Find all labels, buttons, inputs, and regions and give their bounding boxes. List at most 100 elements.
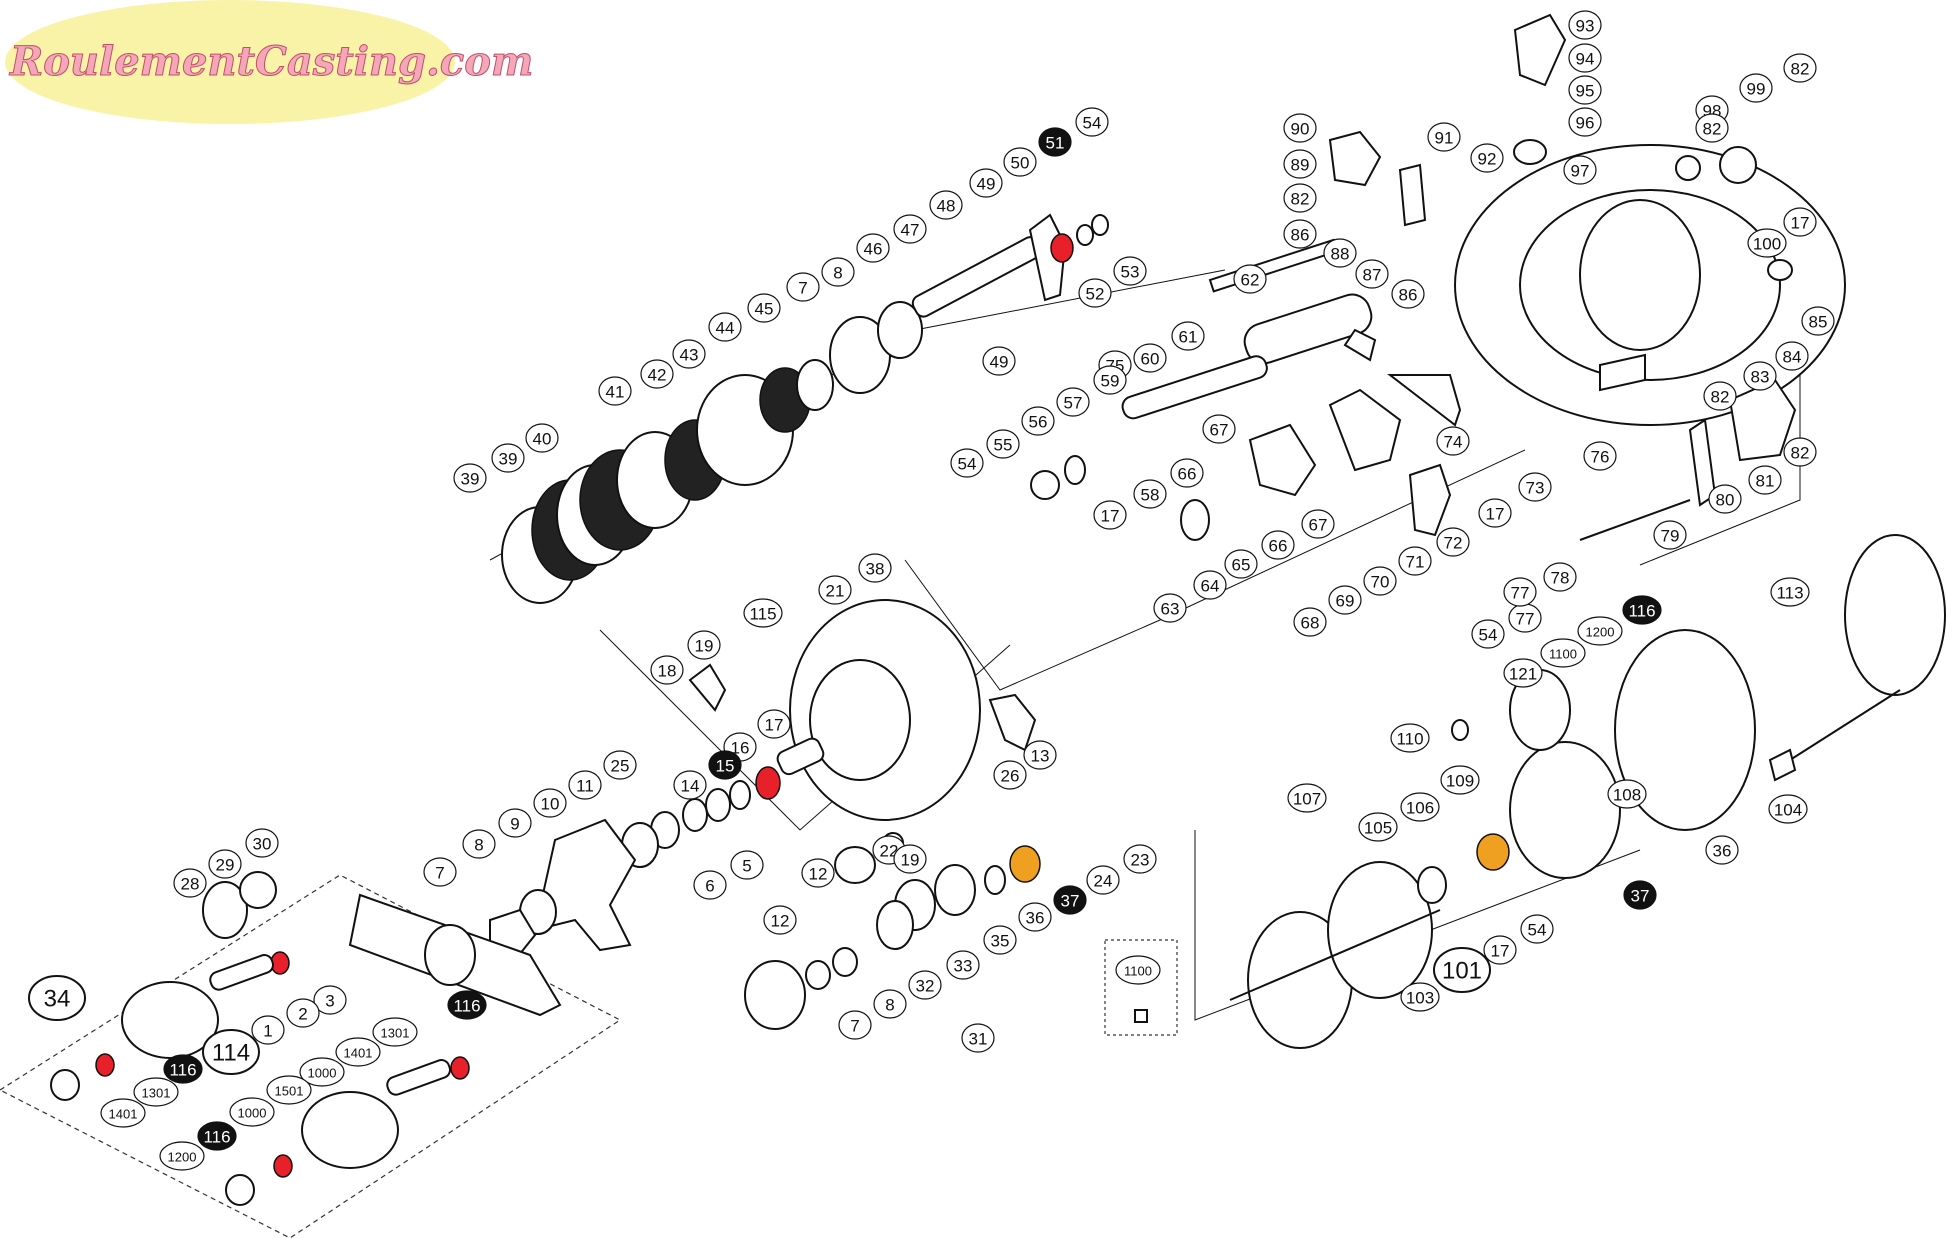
washer-13 xyxy=(705,788,731,822)
callout-bubble xyxy=(1783,53,1817,83)
callout-label: 89 xyxy=(1291,156,1310,175)
callout-116: 116 xyxy=(447,990,487,1020)
plate-2 xyxy=(202,881,248,939)
callout-60: 60 xyxy=(1133,343,1167,373)
callout-bubble xyxy=(1224,549,1258,579)
callout-99: 99 xyxy=(1739,73,1773,103)
lever-93 xyxy=(1513,13,1567,87)
callout-121: 121 xyxy=(1503,658,1543,688)
callout-bubble xyxy=(873,989,907,1019)
callout-48: 48 xyxy=(929,190,963,220)
callout-label: 54 xyxy=(1083,114,1102,133)
callout-bubble xyxy=(821,257,855,287)
callout-bubble xyxy=(251,1015,285,1045)
callout-label: 59 xyxy=(1101,372,1120,391)
callout-label: 8 xyxy=(833,264,842,283)
callout-label: 55 xyxy=(994,436,1013,455)
callout-label: 7 xyxy=(435,864,444,883)
callout-10: 10 xyxy=(533,788,567,818)
callout-bubble xyxy=(858,553,892,583)
callout-bubble xyxy=(197,1121,237,1151)
callout-93: 93 xyxy=(1568,10,1602,40)
callout-label: 60 xyxy=(1141,350,1160,369)
callout-bubble xyxy=(598,376,632,406)
callout-label: 109 xyxy=(1446,772,1474,791)
callout-54: 54 xyxy=(1471,619,1505,649)
callout-label: 116 xyxy=(169,1061,196,1080)
callout-bubble xyxy=(1518,472,1552,502)
callout-bubble xyxy=(1568,10,1602,40)
callout-bubble xyxy=(1283,219,1317,249)
cap-33 xyxy=(876,900,914,950)
callout-bubble xyxy=(447,990,487,1020)
callout-1: 1 xyxy=(251,1015,285,1045)
callout-bubble xyxy=(173,868,207,898)
callout-bubble xyxy=(1328,585,1362,615)
callout-1401: 1401 xyxy=(100,1098,146,1128)
callout-label: 105 xyxy=(1364,819,1392,838)
callout-44: 44 xyxy=(708,312,742,342)
callout-72: 72 xyxy=(1436,527,1470,557)
bracket-76 xyxy=(1599,353,1646,392)
callout-label: 86 xyxy=(1291,226,1310,245)
callout-17: 17 xyxy=(1093,500,1127,530)
callout-label: 1000 xyxy=(238,1106,267,1121)
callout-label: 70 xyxy=(1371,573,1390,592)
callout-78: 78 xyxy=(1543,562,1577,592)
callout-label: 88 xyxy=(1331,245,1350,264)
callout-101: 101 xyxy=(1433,947,1491,993)
callout-49: 49 xyxy=(982,346,1016,376)
callout-107: 107 xyxy=(1287,783,1327,813)
bearing-116b xyxy=(273,1154,293,1178)
callout-94: 94 xyxy=(1568,43,1602,73)
callout-106: 106 xyxy=(1400,792,1440,822)
clutch-cam xyxy=(1328,388,1402,472)
callout-label: 52 xyxy=(1086,285,1105,304)
callout-26: 26 xyxy=(993,760,1027,790)
callout-label: 82 xyxy=(1291,190,1310,209)
clutch-yoke xyxy=(1248,423,1317,497)
callout-51: 51 xyxy=(1038,127,1072,157)
callout-bubble xyxy=(1003,147,1037,177)
washer-56 xyxy=(1064,455,1086,485)
nut-3 xyxy=(239,871,277,909)
callout-3: 3 xyxy=(313,985,347,1015)
callout-bubble xyxy=(1743,361,1777,391)
callout-69: 69 xyxy=(1328,585,1362,615)
callout-bubble xyxy=(100,1098,146,1128)
callout-108: 108 xyxy=(1607,779,1647,809)
callout-66: 66 xyxy=(1261,530,1295,560)
callout-82: 82 xyxy=(1703,381,1737,411)
callout-37: 37 xyxy=(1053,885,1087,915)
callout-bubble xyxy=(983,925,1017,955)
callout-24: 24 xyxy=(1086,865,1120,895)
washer-12a xyxy=(682,798,708,832)
callout-87: 87 xyxy=(1355,259,1389,289)
callout-35: 35 xyxy=(983,925,1017,955)
callout-109: 109 xyxy=(1440,765,1480,795)
knob-28 xyxy=(744,960,806,1030)
bearing-37-right xyxy=(1476,833,1510,871)
callout-bubble xyxy=(1075,107,1109,137)
callout-bubble xyxy=(28,975,86,1021)
nut-100 xyxy=(1767,259,1793,281)
sideplate-boss xyxy=(809,659,911,781)
callout-91: 91 xyxy=(1427,122,1461,152)
callout-label: 1401 xyxy=(109,1107,138,1122)
callout-label: 8 xyxy=(474,836,483,855)
callout-label: 87 xyxy=(1363,266,1382,285)
spool-flange-right xyxy=(1327,861,1433,999)
callout-label: 106 xyxy=(1406,799,1434,818)
callout-label: 82 xyxy=(1711,388,1730,407)
callout-label: 90 xyxy=(1291,120,1310,139)
callout-1301: 1301 xyxy=(372,1017,418,1047)
callout-116: 116 xyxy=(163,1054,203,1084)
callout-bubble xyxy=(159,1141,205,1171)
callout-bubble xyxy=(491,443,525,473)
pinion-103 xyxy=(1417,866,1447,904)
callout-label: 77 xyxy=(1516,610,1535,629)
callout-61: 61 xyxy=(1171,321,1205,351)
callout-bubble xyxy=(1801,306,1835,336)
callout-115: 115 xyxy=(743,598,783,628)
